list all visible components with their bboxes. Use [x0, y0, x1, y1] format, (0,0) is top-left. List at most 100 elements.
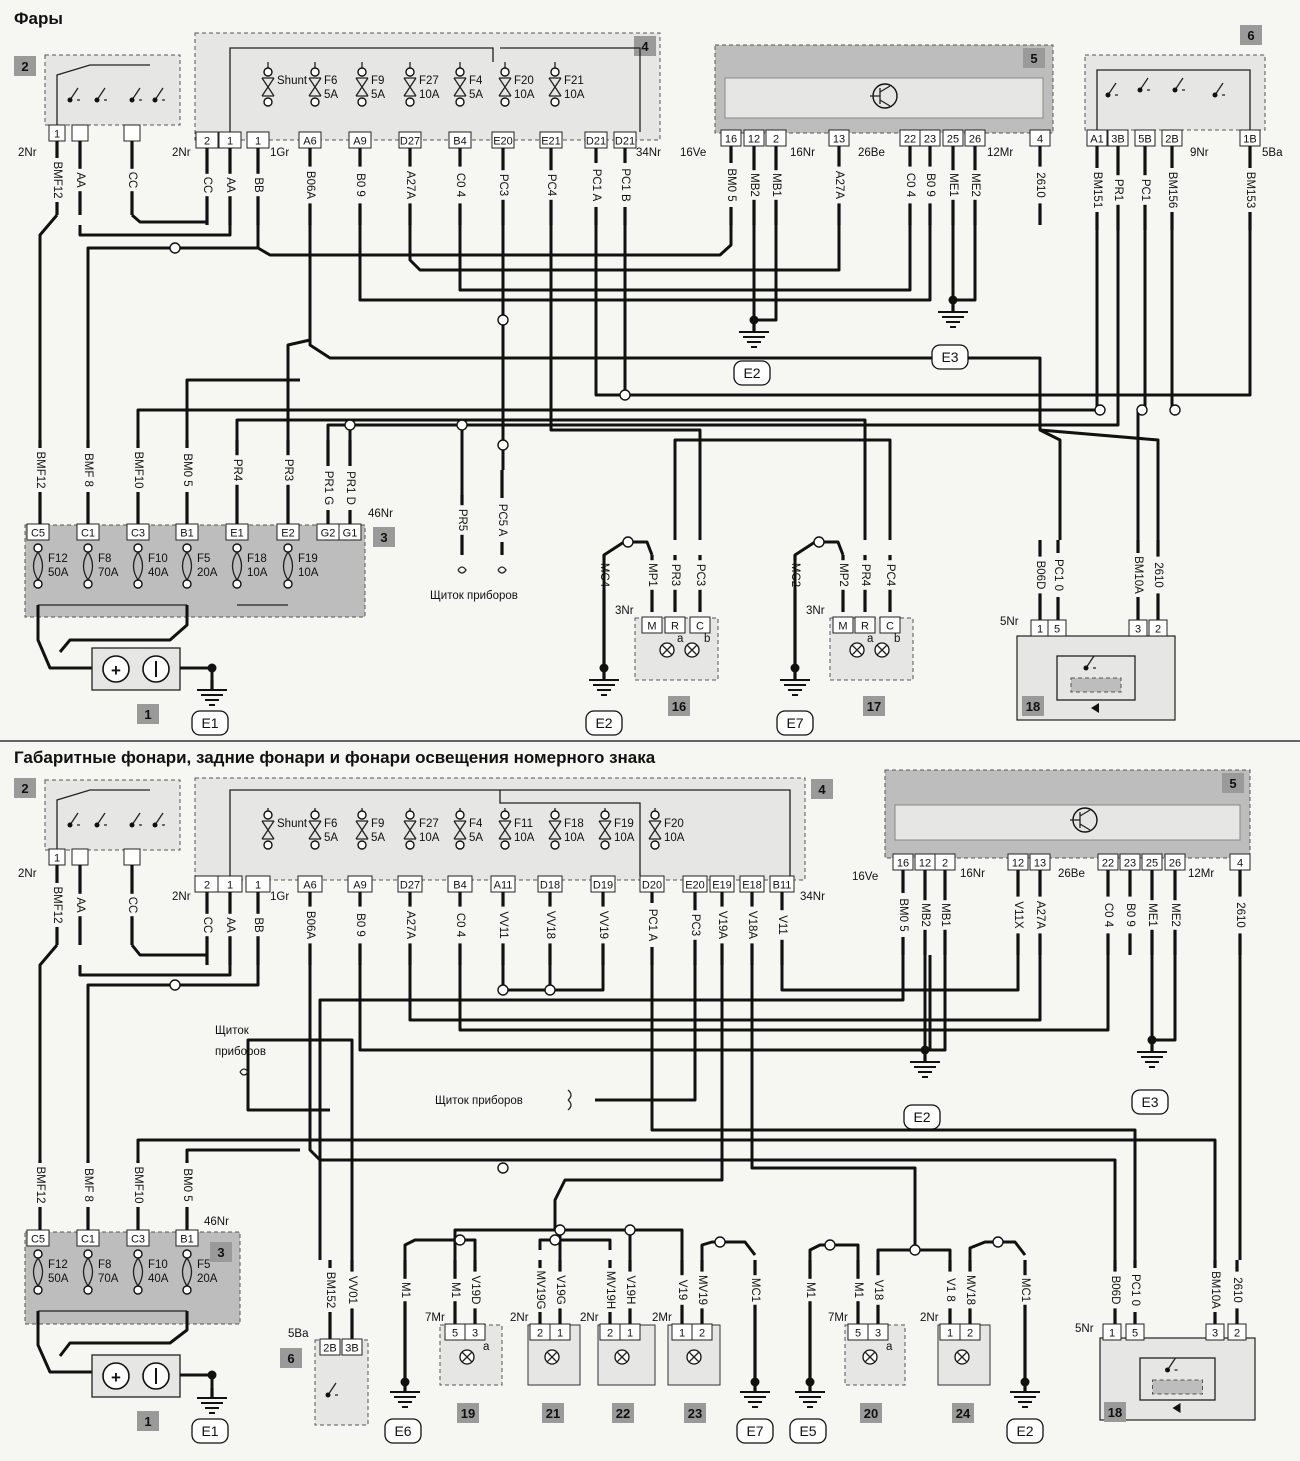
switch-pivot — [1212, 92, 1218, 98]
busbar — [499, 790, 641, 876]
switch-pivot — [67, 97, 73, 103]
wire-label: MC2 — [789, 563, 801, 587]
fuse-rating: 10A — [564, 89, 585, 101]
pin-label: 1 — [947, 1328, 953, 1340]
fuse-name: F12 — [48, 553, 68, 565]
connector-pin — [867, 1323, 889, 1341]
wire-label: 2610 — [1234, 902, 1246, 928]
wire-label: B0 9 — [924, 173, 936, 197]
component-number-badge — [1022, 696, 1044, 716]
harness-wire — [308, 225, 1062, 540]
connector-label: 9Nr — [1190, 147, 1209, 159]
instrument-cluster-label: Щиток приборов — [430, 590, 518, 602]
component-number-badge — [137, 704, 159, 724]
harness-wire — [86, 225, 260, 440]
connector-label: 5Ba — [1262, 147, 1283, 159]
component-number-badge — [542, 1403, 564, 1423]
battery-cable — [36, 605, 92, 670]
pin-label: G2 — [321, 528, 336, 540]
junction-dot — [344, 419, 356, 431]
connector-pin — [464, 1323, 486, 1341]
fuse-terminal — [500, 97, 510, 107]
fuse-rating: 40A — [148, 567, 169, 579]
harness-wire — [780, 955, 1020, 992]
pin-label: 1 — [255, 880, 261, 892]
connector-label: 34Nr — [636, 147, 661, 159]
fuse-terminal — [550, 67, 560, 77]
connector-label: 5Ba — [288, 1328, 309, 1340]
switch-link — [1096, 69, 1251, 130]
component-number-badge — [1104, 1402, 1126, 1422]
ground-label: E3 — [1141, 1094, 1158, 1110]
wire-label: MP2 — [837, 563, 849, 587]
fuse-terminal — [405, 67, 415, 77]
wire-label: BM156 — [1166, 172, 1178, 208]
fuse-terminal — [500, 67, 510, 77]
instrument-cluster-label: приборов — [215, 1046, 266, 1058]
connector-pin — [26, 523, 50, 541]
ground-label-box — [1131, 1089, 1169, 1115]
fuse-terminal — [357, 840, 367, 850]
fuse-terminal — [550, 840, 560, 850]
fuse-terminal — [310, 840, 320, 850]
pin-label: C3 — [131, 1234, 145, 1246]
harness-wire — [326, 423, 352, 440]
pin-label: 1 — [1037, 624, 1043, 636]
transistor-icon — [870, 85, 891, 107]
junction-dot — [1169, 404, 1181, 416]
connector-label: 26Be — [858, 147, 885, 159]
pin-label: B1 — [180, 1234, 193, 1246]
harness-wire — [235, 418, 867, 540]
fuse-name: F18 — [564, 818, 584, 830]
fuse-name: F27 — [419, 818, 439, 830]
pin-label: D20 — [642, 880, 662, 892]
lamp-icon — [956, 1351, 968, 1363]
harness-wire — [538, 1238, 612, 1250]
connector-pin — [341, 1338, 363, 1356]
harness-wire — [923, 955, 947, 1052]
wire-label: 2610 — [1034, 172, 1046, 198]
junction-dot — [1147, 1035, 1157, 1045]
wire-label: M1 — [449, 1282, 461, 1298]
busbar — [500, 47, 641, 132]
switch-pivot — [94, 97, 100, 103]
pin-label: 2 — [773, 134, 779, 146]
pin-label: 23 — [924, 134, 936, 146]
relay-inner — [1056, 655, 1136, 701]
harness-wire — [185, 378, 300, 440]
lamp-mark: a — [886, 1341, 893, 1353]
pin-label: 16 — [725, 134, 737, 146]
pin-label: R — [671, 621, 679, 633]
component-number: 2 — [21, 59, 28, 74]
ignition-switch-box — [44, 54, 181, 126]
connector-label: 16Nr — [960, 868, 985, 880]
junction-dot — [454, 1234, 466, 1246]
fuse-terminal — [182, 1249, 192, 1259]
connector-label: 16Ve — [852, 871, 878, 883]
harness-wire — [38, 944, 59, 1160]
connector-label: 26Be — [1058, 868, 1085, 880]
component-number: 5 — [1229, 776, 1236, 791]
harness-wire — [136, 1138, 1217, 1260]
instrument-cluster-label: Щиток — [215, 1025, 250, 1037]
component-number-badge — [457, 1403, 479, 1423]
wire-label: PC3 — [689, 914, 701, 936]
fuse-name: F4 — [469, 818, 483, 830]
fuse-name: F6 — [324, 818, 337, 830]
connector-symbol — [239, 1068, 249, 1076]
junction-dot — [544, 984, 556, 996]
section-title-side-lights: Габаритные фонари, задние фонари и фонар… — [14, 748, 656, 767]
harness-wire — [78, 225, 232, 237]
wire-label: A27A — [1034, 901, 1046, 929]
lamp-icon — [876, 644, 888, 656]
switch-pivot — [129, 97, 135, 103]
harness-wire — [38, 214, 59, 440]
wire-label: PR1 G — [322, 471, 334, 506]
pin-label: 2 — [204, 136, 210, 148]
wire-label: ME1 — [947, 173, 959, 197]
harness-wire — [257, 225, 733, 257]
lamp-icon — [864, 1351, 876, 1363]
connector-label: 2Nr — [172, 891, 191, 903]
pin-label: C — [696, 621, 704, 633]
